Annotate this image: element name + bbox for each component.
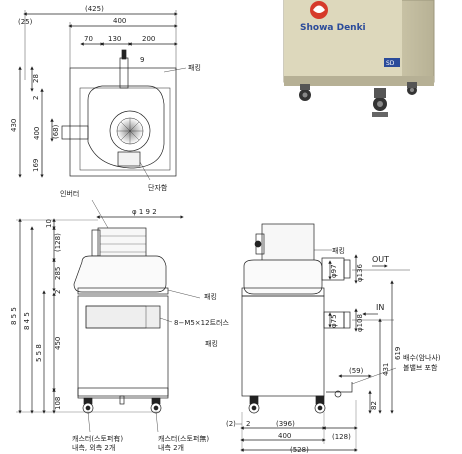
svg-text:9: 9 — [140, 56, 144, 64]
svg-text:(396): (396) — [276, 420, 295, 428]
svg-text:400: 400 — [278, 432, 291, 440]
svg-text:(128): (128) — [54, 233, 62, 252]
label-in: IN — [376, 303, 384, 312]
svg-text:8 5 5: 8 5 5 — [10, 307, 18, 325]
top-view-dims: (425) (25) 400 70 130 200 9 430 400 28 2… — [10, 5, 201, 192]
label-caster-lock-note: 내측, 외측 2개 — [72, 443, 115, 452]
svg-text:(59): (59) — [349, 367, 364, 375]
side-view — [236, 223, 410, 452]
svg-text:(128): (128) — [332, 433, 351, 441]
svg-text:200: 200 — [142, 35, 155, 43]
caster-wheels — [299, 82, 417, 117]
svg-text:φ136: φ136 — [356, 263, 364, 282]
label-terminal-box: 단자함 — [148, 183, 168, 192]
badge-text: SD — [386, 60, 395, 67]
svg-text:400: 400 — [113, 17, 126, 25]
front-view-dims: φ 1 9 2 8 5 5 8 4 5 5 5 8 10 (128) 285 2… — [10, 189, 229, 452]
svg-text:400: 400 — [33, 127, 41, 140]
svg-text:φ 1 9 2: φ 1 9 2 — [132, 208, 157, 216]
label-caster-lock: 캐스터(스토퍼有) — [72, 434, 123, 443]
side-casters — [248, 395, 326, 414]
svg-text:28: 28 — [32, 74, 40, 83]
svg-text:82: 82 — [370, 401, 378, 410]
brand-text: Showa Denki — [300, 23, 366, 33]
svg-text:130: 130 — [108, 35, 121, 43]
label-packing-front: 패킹 — [204, 292, 217, 301]
svg-text:(68): (68) — [52, 124, 60, 139]
label-drain-1: 배수(암나사) — [403, 353, 441, 362]
svg-text:169: 169 — [32, 159, 40, 172]
product-photo: Showa Denki SD — [283, 0, 435, 117]
label-caster-free-note: 내측 2개 — [158, 443, 184, 452]
svg-text:108: 108 — [54, 397, 62, 410]
svg-text:431: 431 — [382, 363, 390, 376]
svg-text:φ97: φ97 — [330, 264, 338, 278]
impeller-circle — [109, 110, 151, 152]
svg-text:8 4 5: 8 4 5 — [23, 312, 31, 330]
svg-text:285: 285 — [54, 267, 62, 280]
svg-text:2: 2 — [54, 290, 62, 294]
label-out: OUT — [372, 255, 389, 264]
svg-text:5 5 8: 5 5 8 — [35, 344, 43, 362]
top-body-outline — [69, 67, 177, 177]
svg-text:619: 619 — [394, 347, 402, 360]
svg-text:(2): (2) — [226, 420, 236, 428]
label-packing-side: 패킹 — [332, 246, 345, 255]
svg-text:φ108: φ108 — [356, 314, 364, 332]
svg-text:φ75: φ75 — [330, 314, 338, 328]
svg-text:70: 70 — [84, 35, 93, 43]
svg-text:(425): (425) — [85, 5, 104, 13]
label-inverter: 인버터 — [60, 189, 79, 198]
svg-text:10: 10 — [45, 219, 53, 228]
label-caster-free: 캐스터(스토퍼無) — [158, 434, 209, 443]
svg-text:(528): (528) — [290, 446, 309, 454]
top-view — [18, 10, 187, 181]
badge — [384, 58, 400, 67]
svg-text:2: 2 — [32, 96, 40, 100]
svg-text:430: 430 — [10, 119, 18, 132]
svg-text:2: 2 — [246, 420, 250, 428]
label-packing-top: 패킹 — [188, 63, 201, 72]
label-packing-front-2: 패킹 — [205, 339, 218, 348]
svg-text:(25): (25) — [18, 18, 33, 26]
front-casters — [82, 395, 162, 414]
label-bolts: 8−M5×12트러스 — [174, 318, 229, 327]
svg-text:450: 450 — [54, 337, 62, 350]
side-view-dims: φ97 φ136 φ75 φ108 619 431 (59) 82 (2) 2 … — [226, 246, 441, 454]
front-view — [16, 199, 201, 433]
label-drain-2: 볼밸브 포함 — [403, 363, 438, 372]
